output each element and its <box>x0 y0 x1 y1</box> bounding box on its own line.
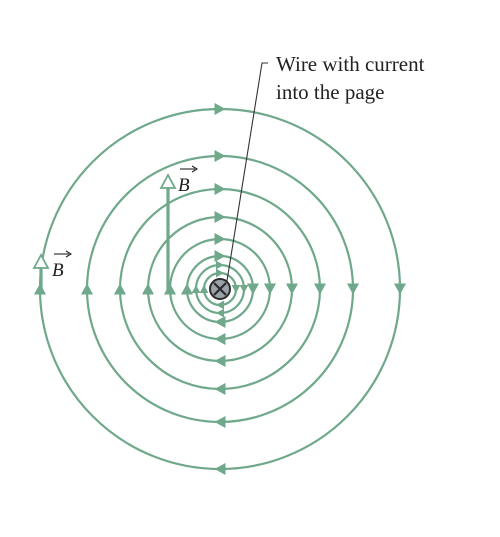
field-direction-arrow <box>285 283 299 295</box>
field-direction-arrow <box>214 210 226 224</box>
b-label-outer: B <box>52 250 73 281</box>
field-direction-arrow <box>214 315 226 329</box>
field-direction-arrow <box>246 283 260 295</box>
b-label-inner-text: B <box>178 175 190 196</box>
wire-leader-line <box>225 62 268 288</box>
b-vector-outer <box>32 253 50 291</box>
field-direction-arrow <box>346 283 360 295</box>
field-direction-arrow <box>214 149 226 163</box>
b-vector-inner <box>159 173 177 293</box>
field-direction-arrows-group <box>33 102 407 476</box>
field-direction-arrow <box>180 283 194 295</box>
wire-label-line1: Wire with current <box>276 52 425 76</box>
field-direction-arrow <box>216 308 224 318</box>
b-label-outer-text: B <box>52 260 64 281</box>
field-direction-arrow <box>80 283 94 295</box>
cross-in-circle-icon <box>209 278 231 300</box>
field-direction-arrow <box>199 285 209 293</box>
field-direction-arrow <box>216 268 224 278</box>
field-direction-arrow <box>214 462 226 476</box>
b-vector-inner-arrowhead <box>159 173 177 189</box>
field-direction-arrow <box>231 285 241 293</box>
field-direction-arrow <box>141 283 155 295</box>
field-direction-arrow <box>214 382 226 396</box>
b-label-inner: B <box>178 165 199 196</box>
field-direction-arrow <box>191 285 201 293</box>
field-direction-arrow <box>214 354 226 368</box>
field-direction-arrow <box>214 332 226 346</box>
field-direction-arrow <box>313 283 327 295</box>
field-direction-arrow <box>113 283 127 295</box>
field-direction-arrow <box>214 182 226 196</box>
field-direction-arrow <box>216 300 224 310</box>
field-direction-arrow <box>214 415 226 429</box>
field-direction-arrow <box>393 283 407 295</box>
field-direction-arrow <box>263 283 277 295</box>
wire-label-line2: into the page <box>276 80 384 104</box>
field-direction-arrow <box>239 285 249 293</box>
field-direction-arrow <box>163 283 177 295</box>
field-direction-arrow <box>214 102 226 116</box>
field-direction-arrow <box>216 260 224 270</box>
field-direction-arrow <box>214 249 226 263</box>
field-direction-arrow <box>214 232 226 246</box>
b-vector-outer-arrowhead <box>32 253 50 269</box>
